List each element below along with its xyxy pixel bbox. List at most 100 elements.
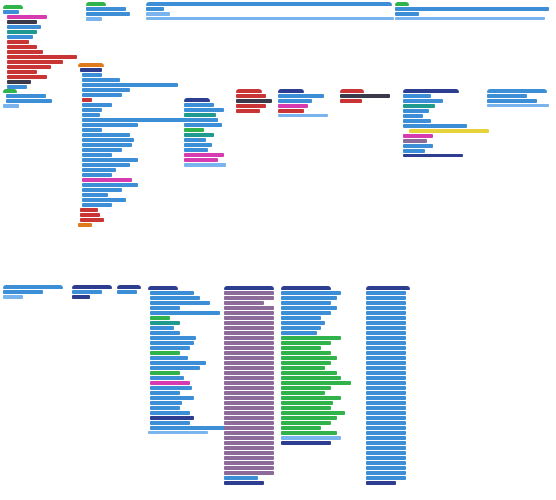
stack-start[interactable] bbox=[3, 5, 77, 90]
code-block[interactable] bbox=[7, 75, 47, 79]
code-block[interactable] bbox=[82, 103, 112, 107]
code-block[interactable] bbox=[82, 123, 138, 127]
code-block[interactable] bbox=[366, 406, 406, 410]
code-block[interactable] bbox=[366, 391, 406, 395]
code-block[interactable] bbox=[281, 431, 337, 435]
code-block[interactable] bbox=[403, 99, 443, 103]
code-block[interactable] bbox=[150, 401, 182, 405]
code-block[interactable] bbox=[366, 366, 406, 370]
code-block[interactable] bbox=[224, 316, 274, 320]
code-block[interactable] bbox=[3, 290, 43, 294]
code-block[interactable] bbox=[281, 436, 341, 440]
code-block[interactable] bbox=[224, 301, 264, 305]
code-block[interactable] bbox=[366, 356, 406, 360]
code-block[interactable] bbox=[3, 285, 63, 289]
code-block[interactable] bbox=[150, 351, 180, 355]
code-block[interactable] bbox=[82, 203, 112, 207]
code-block[interactable] bbox=[184, 163, 226, 167]
code-block[interactable] bbox=[224, 366, 274, 370]
code-block[interactable] bbox=[281, 331, 317, 335]
code-block[interactable] bbox=[150, 426, 230, 430]
code-block[interactable] bbox=[80, 213, 100, 217]
code-block[interactable] bbox=[150, 331, 180, 335]
stack-mid6[interactable] bbox=[487, 89, 549, 108]
stack-t1[interactable] bbox=[86, 2, 130, 22]
code-block[interactable] bbox=[366, 341, 406, 345]
code-block[interactable] bbox=[281, 351, 331, 355]
code-block[interactable] bbox=[366, 426, 406, 430]
code-block[interactable] bbox=[150, 326, 174, 330]
code-block[interactable] bbox=[366, 301, 406, 305]
code-block[interactable] bbox=[184, 98, 210, 102]
code-block[interactable] bbox=[224, 411, 274, 415]
code-block[interactable] bbox=[224, 426, 274, 430]
code-block[interactable] bbox=[146, 17, 394, 20]
code-block[interactable] bbox=[366, 361, 406, 365]
code-block[interactable] bbox=[150, 311, 220, 315]
code-block[interactable] bbox=[281, 426, 321, 430]
code-block[interactable] bbox=[366, 466, 406, 470]
code-block[interactable] bbox=[82, 148, 122, 152]
code-block[interactable] bbox=[366, 461, 406, 465]
code-block[interactable] bbox=[366, 311, 406, 315]
code-block[interactable] bbox=[82, 138, 134, 142]
code-block[interactable] bbox=[281, 336, 341, 340]
code-block[interactable] bbox=[224, 436, 274, 440]
code-block[interactable] bbox=[224, 461, 274, 465]
code-block[interactable] bbox=[403, 119, 431, 123]
code-block[interactable] bbox=[224, 311, 274, 315]
code-block[interactable] bbox=[184, 153, 224, 157]
code-block[interactable] bbox=[366, 411, 406, 415]
code-block[interactable] bbox=[86, 17, 102, 21]
code-block[interactable] bbox=[366, 396, 406, 400]
code-block[interactable] bbox=[82, 163, 130, 167]
code-block[interactable] bbox=[7, 50, 43, 54]
code-block[interactable] bbox=[184, 123, 222, 127]
code-block[interactable] bbox=[150, 306, 180, 310]
code-block[interactable] bbox=[82, 83, 178, 87]
code-block[interactable] bbox=[278, 94, 324, 98]
code-block[interactable] bbox=[366, 336, 406, 340]
code-block[interactable] bbox=[7, 30, 37, 34]
code-block[interactable] bbox=[281, 306, 337, 310]
code-block[interactable] bbox=[281, 361, 331, 365]
code-block[interactable] bbox=[224, 286, 274, 290]
code-block[interactable] bbox=[224, 296, 274, 300]
code-block[interactable] bbox=[146, 2, 392, 6]
code-block[interactable] bbox=[224, 481, 264, 485]
code-block[interactable] bbox=[366, 441, 406, 445]
code-block[interactable] bbox=[82, 93, 122, 97]
code-block[interactable] bbox=[148, 431, 208, 434]
code-block[interactable] bbox=[150, 406, 180, 410]
code-block[interactable] bbox=[7, 40, 29, 44]
code-block[interactable] bbox=[150, 291, 194, 295]
code-block[interactable] bbox=[72, 285, 112, 289]
code-block[interactable] bbox=[366, 286, 410, 290]
code-block[interactable] bbox=[281, 286, 331, 290]
code-block[interactable] bbox=[224, 351, 274, 355]
code-block[interactable] bbox=[7, 45, 37, 49]
code-block[interactable] bbox=[224, 341, 274, 345]
code-block[interactable] bbox=[224, 456, 274, 460]
code-block[interactable] bbox=[366, 471, 406, 475]
code-block[interactable] bbox=[366, 451, 406, 455]
code-block[interactable] bbox=[403, 149, 425, 153]
code-block[interactable] bbox=[224, 421, 274, 425]
code-block[interactable] bbox=[82, 128, 102, 132]
code-block[interactable] bbox=[224, 476, 258, 480]
code-block[interactable] bbox=[82, 198, 126, 202]
code-block[interactable] bbox=[281, 376, 341, 380]
code-block[interactable] bbox=[395, 17, 545, 20]
code-block[interactable] bbox=[3, 295, 23, 299]
code-block[interactable] bbox=[6, 94, 46, 98]
code-block[interactable] bbox=[281, 341, 331, 345]
stack-b1[interactable] bbox=[3, 285, 63, 300]
code-block[interactable] bbox=[150, 381, 190, 385]
code-block[interactable] bbox=[3, 5, 23, 9]
code-block[interactable] bbox=[86, 7, 126, 11]
code-block[interactable] bbox=[281, 326, 321, 330]
stack-mid1[interactable] bbox=[184, 98, 226, 168]
code-block[interactable] bbox=[366, 371, 406, 375]
code-block[interactable] bbox=[224, 376, 274, 380]
code-block[interactable] bbox=[366, 346, 406, 350]
